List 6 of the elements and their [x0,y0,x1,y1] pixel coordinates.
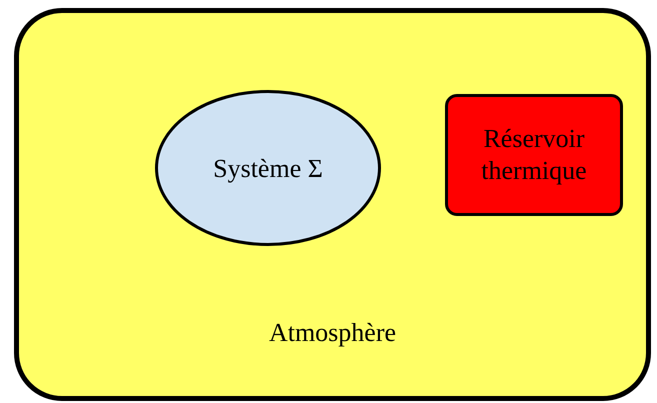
node-label: Réservoir thermique [480,122,588,187]
ellipse-shape [155,90,381,246]
node-label: Atmosphère [268,317,396,349]
node-label: Système Σ [213,154,323,182]
rounded-box [445,94,623,216]
rounded-region [14,8,651,401]
